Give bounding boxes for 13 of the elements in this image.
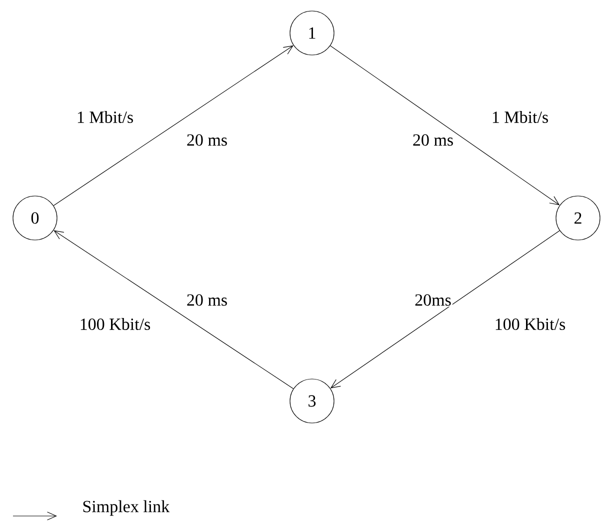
- bandwidth-label: 1 Mbit/s: [75, 110, 135, 124]
- edge-label: 20 ms: [185, 133, 229, 147]
- edge-label: 20ms: [414, 293, 452, 307]
- bandwidth-label: 100 Kbit/s: [493, 317, 567, 331]
- arrow: [330, 45, 560, 206]
- edge-label: 20 ms: [411, 133, 455, 147]
- legend-text: Simplex link: [83, 500, 170, 516]
- arrow: [53, 45, 294, 206]
- edge-label: 20 ms: [185, 293, 229, 307]
- bandwidth-label: 1 Mbit/s: [490, 110, 550, 124]
- arrow: [54, 230, 294, 390]
- bandwidth-label: 100 Kbit/s: [78, 317, 152, 331]
- arrow: [330, 230, 560, 388]
